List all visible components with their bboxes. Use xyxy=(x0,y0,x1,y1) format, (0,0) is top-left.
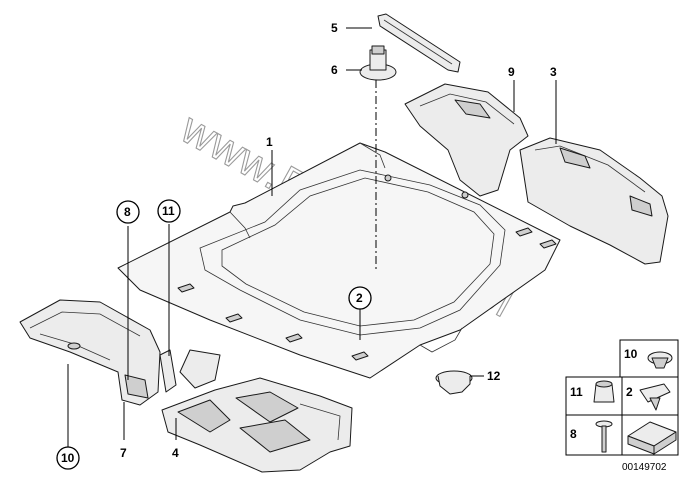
arrow-icon xyxy=(627,421,677,455)
label-2-circle xyxy=(348,286,372,310)
part-11-clip xyxy=(159,349,177,393)
label-7: 7 xyxy=(120,446,127,460)
part-numbers: 5 6 1 9 3 8 11 2 12 10 7 4 xyxy=(56,21,557,470)
legend-label-11: 11 xyxy=(570,385,583,399)
part-1-trunk-floor-mat xyxy=(117,142,561,379)
label-9: 9 xyxy=(508,65,515,79)
label-8-circle xyxy=(116,200,140,224)
label-10-circle xyxy=(56,446,80,470)
label-3: 3 xyxy=(550,65,557,79)
label-5: 5 xyxy=(331,21,338,35)
part-3-rear-trim xyxy=(519,137,669,265)
part-4-foam-tray xyxy=(161,349,353,473)
label-1: 1 xyxy=(266,135,273,149)
label-4: 4 xyxy=(172,446,179,460)
part-7-left-side-trim xyxy=(19,299,161,406)
label-2: 2 xyxy=(356,291,363,305)
label-12: 12 xyxy=(487,369,501,383)
label-6: 6 xyxy=(331,63,338,77)
label-10: 10 xyxy=(61,451,75,465)
part-9-right-trim xyxy=(404,83,529,197)
label-11-circle xyxy=(157,199,181,223)
legend-label-8: 8 xyxy=(570,427,577,441)
legend-label-10: 10 xyxy=(624,347,638,361)
fastener-legend: 10 11 2 8 xyxy=(565,339,679,456)
leader-lines xyxy=(67,27,557,448)
label-8: 8 xyxy=(124,205,131,219)
part-6-spare-wheel-mount xyxy=(359,45,397,81)
diagram-reference-number: 00149702 xyxy=(622,462,667,473)
legend-label-2: 2 xyxy=(626,385,633,399)
label-11: 11 xyxy=(162,204,175,218)
part-5-trim-strip xyxy=(377,13,461,73)
part-12-plug xyxy=(435,370,473,395)
